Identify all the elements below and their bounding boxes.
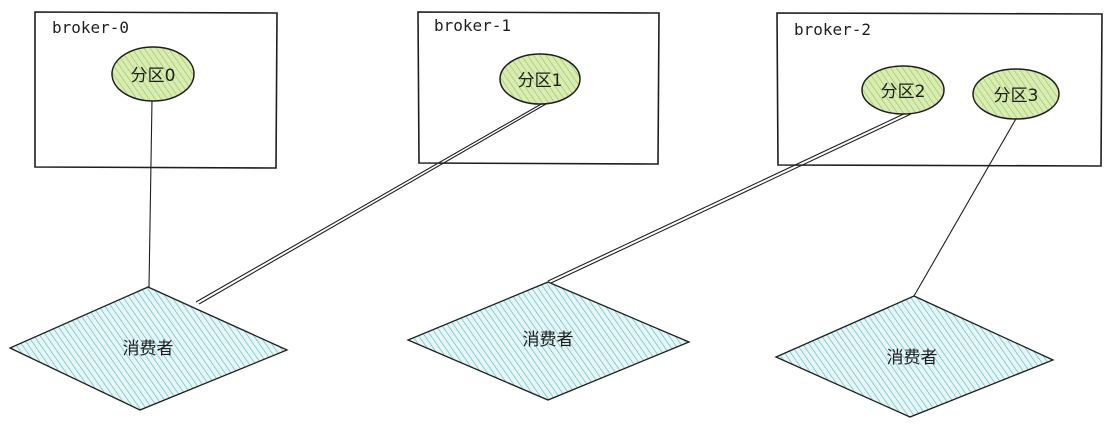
broker-2-box: broker-2 xyxy=(776,12,1103,167)
consumer-1-label: 消费者 xyxy=(523,330,574,350)
link-partition1-consumer0 xyxy=(195,102,547,305)
partition-1: 分区1 xyxy=(499,53,581,105)
link-partition2-consumer1 xyxy=(547,111,912,284)
broker-1-label: broker-1 xyxy=(434,16,511,35)
consumer-1: 消费者 xyxy=(406,281,691,401)
link-partition0-consumer0 xyxy=(148,99,153,288)
partition-1-label: 分区1 xyxy=(518,71,563,91)
consumer-2: 消费者 xyxy=(774,295,1055,418)
consumer-2-label: 消费者 xyxy=(887,348,938,368)
link-partition3-consumer2 xyxy=(913,116,1018,297)
partition-0-label: 分区0 xyxy=(131,66,176,86)
partition-0: 分区0 xyxy=(111,46,195,102)
partition-2-label: 分区2 xyxy=(881,82,926,102)
consumer-0-label: 消费者 xyxy=(123,339,174,359)
broker-0-box: broker-0 xyxy=(34,11,278,169)
consumer-0: 消费者 xyxy=(8,286,289,411)
partition-2: 分区2 xyxy=(861,65,945,115)
broker-1-box: broker-1 xyxy=(417,11,660,165)
partition-3-label: 分区3 xyxy=(994,86,1039,106)
broker-0-label: broker-0 xyxy=(52,18,129,37)
partition-3: 分区3 xyxy=(972,68,1060,120)
broker-2-label: broker-2 xyxy=(794,20,871,39)
connections xyxy=(148,99,1018,305)
